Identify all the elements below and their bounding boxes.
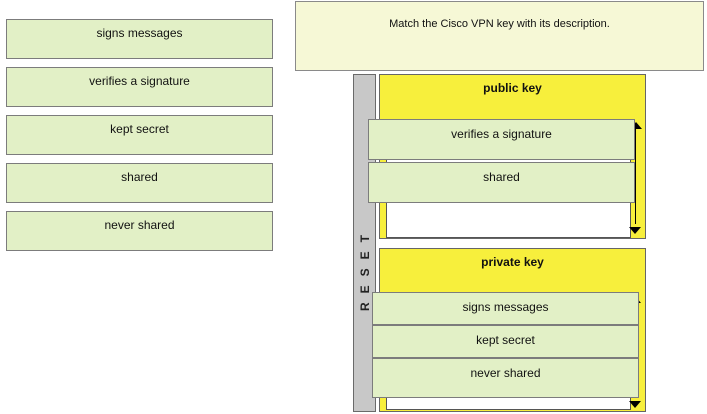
option-shared[interactable]: shared (6, 163, 273, 203)
instruction-text: Match the Cisco VPN key with its descrip… (389, 18, 610, 30)
option-verifies-a-signature[interactable]: verifies a signature (6, 67, 273, 107)
private-key-title: private key (481, 255, 544, 269)
scroll-track[interactable] (635, 129, 636, 224)
placed-item-never-shared[interactable]: never shared (372, 358, 639, 398)
placed-item-kept-secret[interactable]: kept secret (372, 325, 639, 358)
scroll-up-icon[interactable] (630, 122, 642, 129)
placed-item-shared[interactable]: shared (368, 162, 635, 203)
reset-label: RESET (357, 225, 372, 311)
scroll-down-icon[interactable] (629, 401, 641, 408)
option-signs-messages[interactable]: signs messages (6, 19, 273, 59)
public-key-title: public key (483, 81, 542, 95)
placed-item-verifies-a-signature[interactable]: verifies a signature (368, 119, 635, 160)
option-kept-secret[interactable]: kept secret (6, 115, 273, 155)
instruction-box: Match the Cisco VPN key with its descrip… (295, 1, 704, 71)
option-never-shared[interactable]: never shared (6, 211, 273, 251)
scroll-down-icon[interactable] (629, 227, 641, 234)
placed-item-signs-messages[interactable]: signs messages (372, 292, 639, 325)
